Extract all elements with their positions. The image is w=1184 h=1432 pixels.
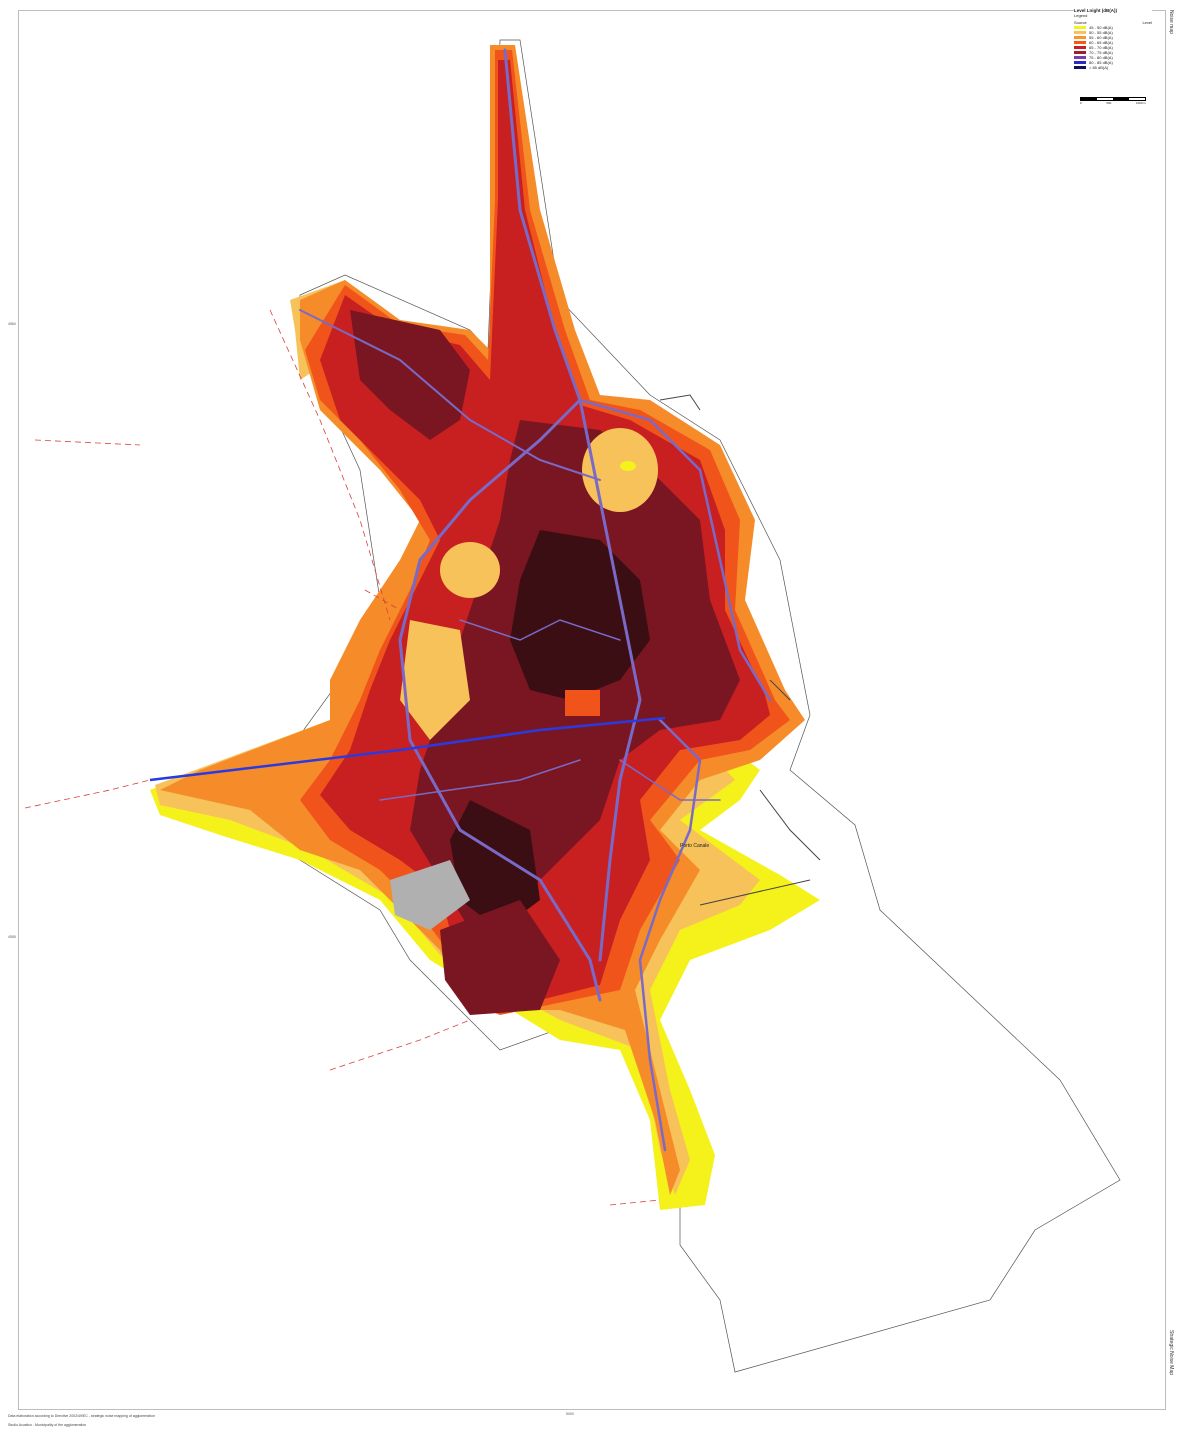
legend-label: 70 - 75 dB(A)	[1089, 50, 1113, 55]
stadium-inner	[620, 461, 636, 471]
legend-label: 45 - 50 dB(A)	[1089, 25, 1113, 30]
scale-label-2: 1000 m	[1135, 101, 1146, 105]
legend-swatch	[1074, 30, 1086, 35]
legend-label: 60 - 65 dB(A)	[1089, 40, 1113, 45]
side-label-bottom: Strategic Noise Map	[1168, 1330, 1174, 1376]
legend-label: > 85 dB(A)	[1089, 65, 1109, 70]
axis-label-left-top: 4560	[8, 322, 16, 326]
legend-row: 45 - 50 dB(A)	[1074, 25, 1152, 30]
axis-label-bottom: 5000	[566, 1412, 574, 1416]
industrial-zone	[390, 860, 470, 930]
legend-swatch	[1074, 35, 1086, 40]
industrial-block	[565, 690, 600, 716]
legend-title: Level Lnight (dB(A))	[1074, 8, 1117, 13]
legend-label: 55 - 60 dB(A)	[1089, 35, 1113, 40]
legend-swatch	[1074, 55, 1086, 60]
legend-swatch	[1074, 45, 1086, 50]
scale-label-0: 0	[1080, 101, 1082, 105]
legend-label: 80 - 85 dB(A)	[1089, 60, 1113, 65]
map-frame	[18, 10, 1166, 1410]
harbour-structures	[659, 394, 821, 906]
legend-subtitle: Legend	[1074, 13, 1088, 18]
map-legend: Level Lnight (dB(A)) Legend Source Level…	[1074, 8, 1152, 108]
noise-zone-dense-core	[450, 530, 650, 930]
legend-label: 50 - 55 dB(A)	[1089, 30, 1113, 35]
railway-line	[149, 716, 666, 782]
legend-label: 75 - 80 dB(A)	[1089, 55, 1113, 60]
stadium-area	[582, 428, 658, 512]
park-area	[440, 542, 500, 598]
legend-swatch	[1074, 50, 1086, 55]
footer-line-1: Data elaboration according to Directive …	[8, 1414, 155, 1418]
noise-zone-south-district	[440, 900, 560, 1015]
legend-row: 60 - 65 dB(A)	[1074, 40, 1152, 45]
legend-row: 75 - 80 dB(A)	[1074, 55, 1152, 60]
legend-swatch	[1074, 60, 1086, 65]
scale-bar: 0 500 1000 m	[1080, 97, 1146, 107]
park-west	[400, 620, 470, 740]
legend-swatch	[1074, 40, 1086, 45]
legend-row: 70 - 75 dB(A)	[1074, 50, 1152, 55]
legend-row: 65 - 70 dB(A)	[1074, 45, 1152, 50]
legend-col-left: Source	[1074, 20, 1087, 25]
legend-row: 80 - 85 dB(A)	[1074, 60, 1152, 65]
legend-swatch	[1074, 25, 1086, 30]
road-network	[299, 48, 772, 1152]
legend-swatch	[1074, 65, 1086, 70]
legend-row: > 85 dB(A)	[1074, 65, 1152, 70]
axis-label-left-bottom: 4555	[8, 935, 16, 939]
boundary-dashes	[24, 309, 661, 1206]
map-place-label: Porto Canale	[680, 843, 710, 849]
legend-col-right: Level	[1142, 20, 1152, 25]
footer-line-2: Studio Acustico - Municipality of the ag…	[8, 1423, 87, 1427]
scale-label-1: 500	[1106, 101, 1112, 105]
legend-row: 50 - 55 dB(A)	[1074, 30, 1152, 35]
side-label-top: Noise map	[1168, 10, 1174, 34]
noise-zone-north-district	[350, 310, 470, 440]
legend-row: 55 - 60 dB(A)	[1074, 35, 1152, 40]
legend-label: 65 - 70 dB(A)	[1089, 45, 1113, 50]
